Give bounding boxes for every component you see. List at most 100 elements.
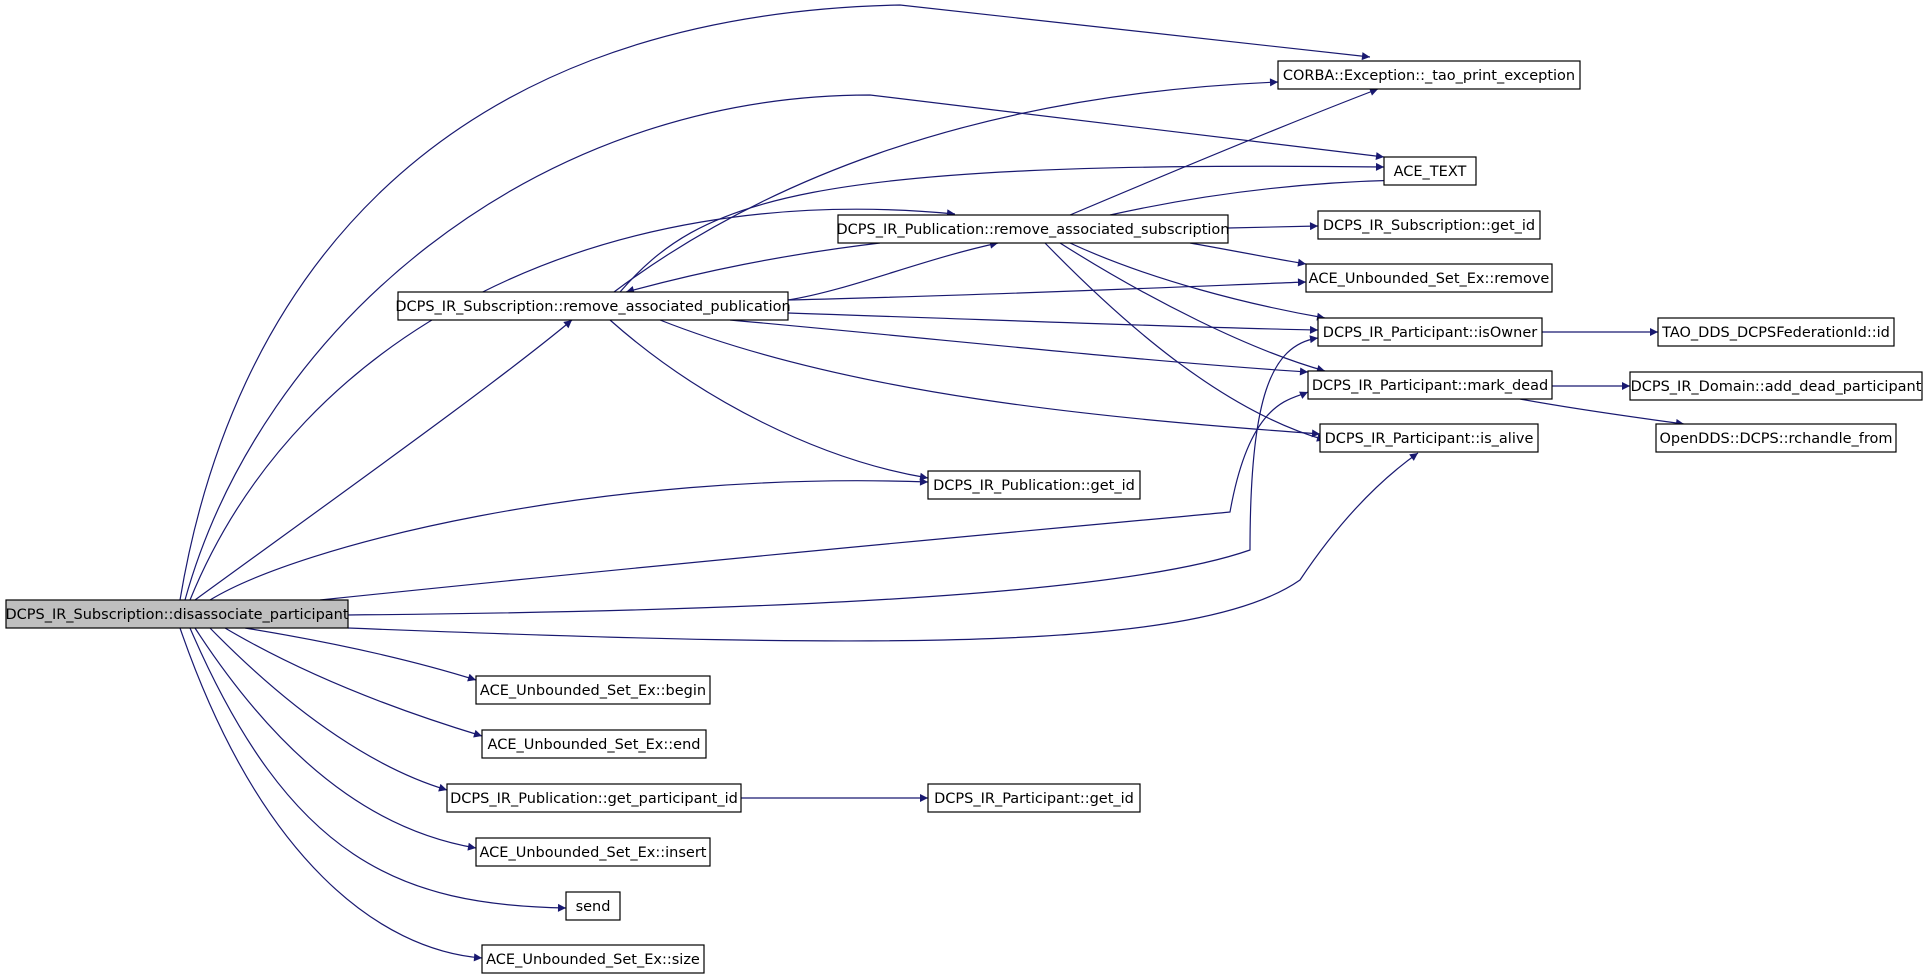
node-part-get-id[interactable]: DCPS_IR_Participant::get_id (927, 783, 1141, 813)
edge-line (189, 627, 567, 912)
edge-line (347, 335, 1319, 616)
node-part-is-owner[interactable]: DCPS_IR_Participant::isOwner (1317, 317, 1543, 347)
edge-line (347, 452, 1419, 642)
node-label: DCPS_IR_Subscription::disassociate_parti… (5, 607, 348, 623)
edge-pub-ras-to-part-is-alive (1044, 242, 1326, 442)
node-label: DCPS_IR_Publication::get_id (933, 478, 1135, 494)
node-pub-ras[interactable]: DCPS_IR_Publication::remove_associated_s… (836, 214, 1230, 244)
node-label: CORBA::Exception::_tao_print_exception (1283, 68, 1575, 84)
node-box (927, 470, 1141, 500)
edge-root-to-pub-get-pid (209, 627, 448, 792)
edge-line (625, 242, 881, 294)
edge-sub-rap-to-set-remove (787, 278, 1307, 301)
edge-sub-rap-to-part-is-alive (659, 319, 1321, 438)
edge-sub-rap-to-corba-ex (613, 78, 1279, 293)
edge-root-to-part-is-owner (347, 335, 1319, 616)
node-sub-rap[interactable]: DCPS_IR_Subscription::remove_associated_… (395, 291, 791, 321)
node-box (927, 783, 1141, 813)
node-label: DCPS_IR_Domain::add_dead_participant (1631, 379, 1922, 395)
node-set-begin[interactable]: ACE_Unbounded_Set_Ex::begin (475, 675, 711, 705)
edge-line (224, 627, 483, 738)
node-rchandle-from[interactable]: OpenDDS::DCPS::rchandle_from (1655, 423, 1897, 453)
edge-line (787, 278, 1307, 301)
edge-sub-rap-to-part-mark-dead (729, 319, 1309, 376)
edge-line (209, 627, 448, 792)
node-label: ACE_Unbounded_Set_Ex::insert (480, 845, 707, 861)
node-sub-get-id[interactable]: DCPS_IR_Subscription::get_id (1317, 210, 1541, 240)
edge-line (194, 627, 477, 851)
edge-line (189, 208, 956, 601)
node-label: DCPS_IR_Subscription::remove_associated_… (395, 299, 790, 315)
edge-line (609, 319, 929, 481)
edge-line (787, 312, 1319, 334)
node-set-insert[interactable]: ACE_Unbounded_Set_Ex::insert (475, 837, 711, 867)
edge-line (1069, 88, 1379, 216)
node-set-end[interactable]: ACE_Unbounded_Set_Ex::end (481, 729, 707, 759)
call-edges (179, 4, 1685, 962)
edge-line (787, 240, 999, 301)
node-box (837, 214, 1229, 244)
edge-pub-ras-to-part-is-owner (1069, 242, 1326, 321)
edge-line (1189, 242, 1307, 267)
node-part-mark-dead[interactable]: DCPS_IR_Participant::mark_dead (1307, 370, 1553, 400)
edge-line (179, 4, 1371, 601)
node-dom-add-dead[interactable]: DCPS_IR_Domain::add_dead_participant (1629, 371, 1923, 401)
node-set-remove[interactable]: ACE_Unbounded_Set_Ex::remove (1305, 263, 1553, 293)
edge-line (1109, 176, 1405, 216)
node-pub-get-pid[interactable]: DCPS_IR_Publication::get_participant_id (446, 783, 742, 813)
edge-line (209, 477, 929, 601)
edge-line (659, 319, 1321, 438)
node-label: ACE_Unbounded_Set_Ex::size (486, 952, 700, 968)
node-box (1277, 60, 1581, 90)
edge-pub-ras-to-sub-rap (625, 242, 881, 294)
node-label: ACE_TEXT (1394, 164, 1467, 180)
node-label: TAO_DDS_DCPSFederationId::id (1661, 325, 1890, 341)
node-fed-id[interactable]: TAO_DDS_DCPSFederationId::id (1657, 317, 1895, 347)
node-box (1307, 370, 1553, 400)
node-pub-get-id[interactable]: DCPS_IR_Publication::get_id (927, 470, 1141, 500)
node-box (1319, 423, 1539, 453)
edge-line (1044, 242, 1326, 442)
edge-line (244, 627, 477, 682)
node-label: OpenDDS::DCPS::rchandle_from (1659, 431, 1892, 447)
node-box (1629, 371, 1923, 401)
node-box (565, 891, 621, 921)
edge-line (1519, 398, 1685, 427)
node-label: DCPS_IR_Subscription::get_id (1323, 218, 1535, 234)
node-box (475, 675, 711, 705)
node-label: ACE_Unbounded_Set_Ex::remove (1309, 271, 1550, 287)
node-label: ACE_Unbounded_Set_Ex::begin (480, 683, 706, 699)
node-box (1317, 317, 1543, 347)
node-label: DCPS_IR_Participant::mark_dead (1312, 378, 1548, 394)
edge-line (619, 162, 1385, 293)
edge-line (1059, 242, 1326, 373)
edge-root-to-ace-text (184, 94, 1385, 601)
node-label: send (576, 899, 611, 915)
edge-root-to-part-is-alive (347, 452, 1419, 642)
call-nodes: DCPS_IR_Subscription::disassociate_parti… (5, 60, 1923, 974)
edge-sub-rap-to-pub-get-id (609, 319, 929, 481)
edge-root-to-pub-get-id (209, 477, 929, 601)
node-root[interactable]: DCPS_IR_Subscription::disassociate_parti… (5, 599, 349, 629)
edge-part-mark-dead-to-rchandle-from (1519, 398, 1685, 427)
node-send[interactable]: send (565, 891, 621, 921)
edge-line (319, 391, 1309, 601)
edge-pub-ras-to-ace-text (1109, 176, 1405, 216)
edge-root-to-corba-ex (179, 4, 1371, 601)
node-box (1383, 156, 1477, 186)
edge-line (729, 319, 1309, 376)
edge-line (1227, 222, 1319, 231)
edge-pub-ras-to-set-remove (1189, 242, 1307, 267)
node-box (1305, 263, 1553, 293)
node-part-is-alive[interactable]: DCPS_IR_Participant::is_alive (1319, 423, 1539, 453)
node-label: DCPS_IR_Publication::get_participant_id (450, 791, 738, 807)
node-box (397, 291, 789, 321)
edge-root-to-pub-ras (189, 208, 956, 601)
edge-line (613, 78, 1279, 293)
node-set-size[interactable]: ACE_Unbounded_Set_Ex::size (481, 944, 705, 974)
edge-line (1069, 242, 1326, 321)
node-corba-ex[interactable]: CORBA::Exception::_tao_print_exception (1277, 60, 1581, 90)
node-ace-text[interactable]: ACE_TEXT (1383, 156, 1477, 186)
node-box (1317, 210, 1541, 240)
